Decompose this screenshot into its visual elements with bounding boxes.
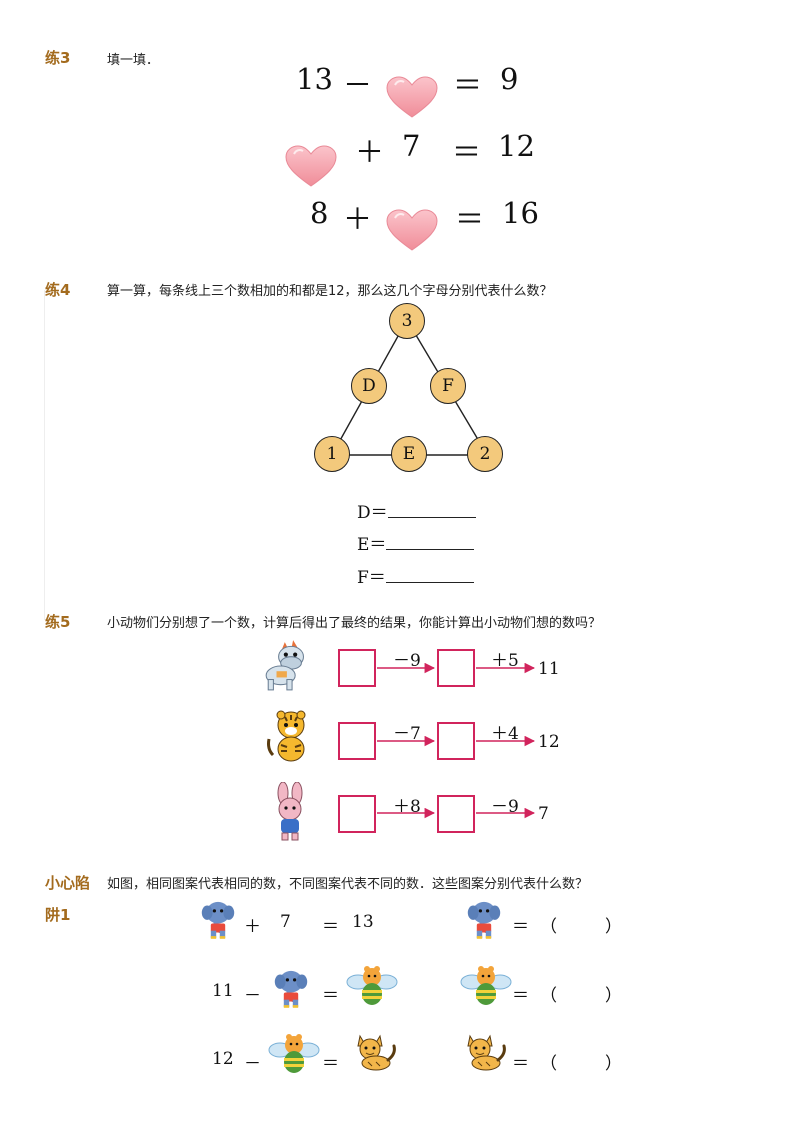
tiger-icon: [265, 707, 317, 765]
eq2-number-b: 7: [402, 129, 421, 163]
eq3-number-a: 8: [310, 196, 329, 230]
eq1-minus: －: [343, 68, 373, 102]
trap-row3-answer-close: ）: [605, 1054, 622, 1074]
flow-op-1: ＋8: [393, 797, 421, 817]
trap-row1-result: 13: [352, 912, 374, 932]
trap-row3-answer-open: （: [540, 1054, 557, 1074]
answer-d: D＝: [357, 498, 476, 523]
trap-row1-plus: ＋: [244, 917, 261, 937]
heart-icon: [385, 75, 439, 119]
trap-row3-answer-slot[interactable]: [560, 1045, 606, 1071]
bee-icon: [268, 1032, 320, 1076]
elephant-icon: [273, 965, 309, 1011]
elephant-icon: [466, 896, 502, 942]
trap-label-line-1: 小心陷: [45, 874, 91, 892]
trap-row1-equals: ＝: [322, 917, 339, 937]
exercise-4-instruction: 算一算，每条线上三个数相加的和都是12，那么这几个字母分别代表什么数？: [107, 284, 553, 299]
eq2-equals: ＝: [452, 135, 482, 169]
trap-row1-answer-equals: ＝: [512, 917, 529, 937]
flow-op-1: －7: [393, 724, 421, 744]
trap-instruction: 如图，相同图案代表相同的数，不同图案代表不同的数．这些图案分别代表什么数？: [107, 877, 589, 892]
trap-row3-number: 12: [212, 1049, 234, 1069]
eq1-result: 9: [500, 62, 519, 96]
heart-icon: [385, 208, 439, 252]
answer-equals: ＝: [369, 535, 387, 555]
answer-letter: D: [357, 503, 371, 523]
exercise-3-instruction: 填一填．: [107, 53, 160, 68]
answer-equals: ＝: [368, 568, 386, 588]
trap-row2-answer-slot[interactable]: [560, 977, 606, 1003]
eq3-plus: ＋: [343, 202, 373, 236]
flow-result: 11: [538, 659, 560, 679]
trap-row2-minus: －: [244, 986, 261, 1006]
flow-op-2: －9: [491, 797, 519, 817]
bee-icon: [346, 964, 398, 1008]
node-bottom-right: 2: [467, 436, 503, 472]
trap-label-line-2: 阱1: [45, 906, 71, 924]
trap-row1-number: 7: [280, 912, 291, 932]
trap-row2-number: 11: [212, 981, 234, 1001]
trap-row2-answer-close: ）: [605, 986, 622, 1006]
eq1-number-a: 13: [296, 62, 333, 96]
trap-row3-equals: ＝: [322, 1054, 339, 1074]
cat-icon: [352, 1032, 398, 1072]
exercise-5-label: 练5: [45, 613, 71, 631]
node-top: 3: [389, 303, 425, 339]
bee-icon: [460, 964, 512, 1008]
node-bottom-left: 1: [314, 436, 350, 472]
elephant-icon: [200, 896, 236, 942]
flow-op-1: －9: [393, 651, 421, 671]
answer-blank[interactable]: [385, 568, 474, 583]
flow-arrows: [377, 662, 536, 819]
node-e: E: [391, 436, 427, 472]
trap-row2-equals: ＝: [322, 986, 339, 1006]
rabbit-icon: [268, 782, 312, 844]
exercise-3-label: 练3: [45, 49, 71, 67]
donkey-icon: [262, 636, 318, 694]
answer-letter: F: [357, 568, 369, 588]
answer-blank[interactable]: [387, 503, 476, 518]
trap-row2-answer-equals: ＝: [512, 986, 529, 1006]
answer-f: F＝: [357, 563, 474, 588]
eq3-result: 16: [502, 196, 539, 230]
eq2-result: 12: [498, 129, 535, 163]
eq2-plus: ＋: [355, 135, 385, 169]
trap-row1-answer-close: ）: [605, 917, 622, 937]
eq1-equals: ＝: [453, 68, 483, 102]
heart-icon: [284, 144, 338, 188]
answer-box[interactable]: [338, 795, 376, 833]
answer-box[interactable]: [437, 649, 475, 687]
flow-result: 12: [538, 732, 560, 752]
answer-equals: ＝: [370, 503, 388, 523]
exercise-4-label: 练4: [45, 281, 71, 299]
exercise-5-instruction: 小动物们分别想了一个数，计算后得出了最终的结果，你能计算出小动物们想的数吗？: [107, 616, 602, 631]
answer-box[interactable]: [437, 722, 475, 760]
answer-box[interactable]: [338, 722, 376, 760]
answer-box[interactable]: [437, 795, 475, 833]
flow-op-2: ＋5: [491, 651, 519, 671]
node-d: D: [351, 368, 387, 404]
answer-box[interactable]: [338, 649, 376, 687]
answer-e: E＝: [357, 530, 475, 555]
margin-rule: [44, 290, 45, 620]
trap-row3-answer-equals: ＝: [512, 1054, 529, 1074]
trap-row1-answer-open: （: [540, 917, 557, 937]
trap-row3-minus: －: [244, 1054, 261, 1074]
eq3-equals: ＝: [455, 202, 485, 236]
node-f: F: [430, 368, 466, 404]
trap-row2-answer-open: （: [540, 986, 557, 1006]
cat-icon: [462, 1032, 508, 1072]
flow-result: 7: [538, 804, 549, 824]
trap-row1-answer-slot[interactable]: [560, 908, 606, 934]
answer-blank[interactable]: [386, 535, 475, 550]
flow-op-2: ＋4: [491, 724, 519, 744]
answer-letter: E: [357, 535, 370, 555]
